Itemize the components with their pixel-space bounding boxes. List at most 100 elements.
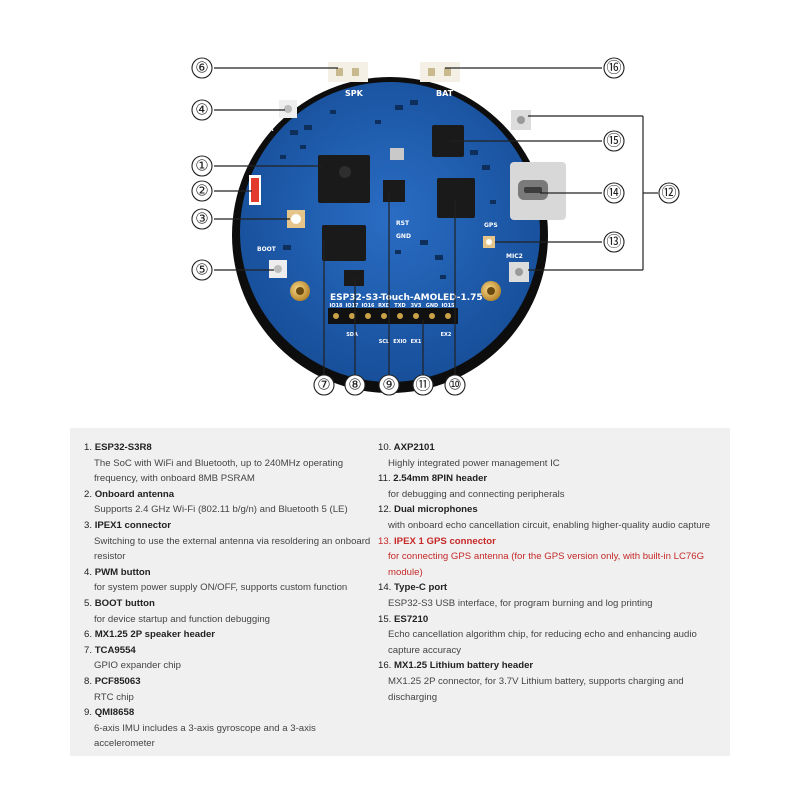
pcf85063-chip — [344, 270, 364, 286]
legend-item-title: 7. TCA9554 — [84, 643, 374, 659]
legend-item-title: 9. QMI8658 — [84, 705, 374, 721]
legend-item-description: 6-axis IMU includes a 3-axis gyroscope a… — [94, 722, 316, 750]
bottom-silkscreen-label: EXIO — [393, 339, 406, 345]
bottom-silkscreen-label: EX2 — [441, 332, 452, 338]
bat-label: BAT — [436, 89, 454, 98]
gps-ipex-connector — [483, 236, 495, 248]
pin-hole — [365, 313, 371, 319]
legend-item-name: IPEX1 connector — [94, 519, 171, 531]
pin-hole — [397, 313, 403, 319]
type-c-port — [510, 162, 566, 220]
pcb-board — [232, 77, 548, 393]
pin-label: IO16 — [361, 303, 375, 309]
legend-item-name: Type-C port — [394, 582, 448, 594]
boot-button — [269, 260, 287, 278]
gps-label: GPS — [484, 222, 498, 229]
smd-components — [280, 100, 496, 279]
legend-item-number: 8. — [84, 675, 93, 687]
callout-16: ⑯ — [606, 60, 621, 77]
legend-item-title: 4. PWM button — [84, 565, 374, 581]
legend-item-description: for debugging and connecting peripherals — [388, 488, 565, 500]
spk-header — [328, 62, 368, 82]
pin-header-8pin — [328, 308, 458, 324]
bat-header — [420, 62, 460, 82]
pin-label: TXD — [394, 303, 405, 309]
axp2101-chip — [437, 178, 475, 218]
callout-markers — [191, 57, 680, 396]
pin-label: IO17 — [345, 303, 359, 309]
pwr-label: PWR — [258, 126, 274, 133]
pin-hole — [445, 313, 451, 319]
callout-1: ① — [195, 158, 208, 175]
pin-hole — [381, 313, 387, 319]
legend-item-description: The SoC with WiFi and Bluetooth, up to 2… — [94, 457, 344, 485]
legend-item-number: 3. — [84, 519, 93, 531]
legend-item-number: 7. — [84, 644, 93, 656]
legend-item-name: TCA9554 — [94, 644, 136, 656]
bottom-silkscreen-label: SCL — [379, 339, 390, 345]
callout-13: ⑬ — [606, 234, 621, 251]
pin-hole — [333, 313, 339, 319]
crystal — [390, 148, 404, 160]
legend-item-description: Highly integrated power management IC — [388, 457, 560, 469]
legend-item-name: IPEX 1 GPS connector — [394, 535, 496, 547]
pin-hole — [429, 313, 435, 319]
legend-item-description: ESP32-S3 USB interface, for program burn… — [388, 597, 653, 609]
callout-6: ⑥ — [195, 60, 208, 77]
leader-lines — [214, 67, 658, 375]
pin-label: 3V3 — [411, 303, 422, 309]
legend-item-description: for device startup and function debuggin… — [94, 613, 271, 625]
legend-item-title: 5. BOOT button — [84, 596, 374, 612]
board-diagram: PWR BOOT SPK BAT MIC1 MIC2 GPS — [191, 57, 680, 396]
callout-8: ⑧ — [348, 377, 361, 394]
pin-label: RXD — [378, 303, 390, 309]
gnd-label: GND — [396, 233, 411, 240]
legend-item-title: 6. MX1.25 2P speaker header — [84, 627, 374, 643]
pin-label: GND — [426, 303, 438, 309]
callout-2: ② — [195, 183, 208, 200]
onboard-antenna — [249, 175, 261, 205]
boot-label: BOOT — [257, 246, 277, 253]
legend-item-title: 2. Onboard antenna — [84, 487, 374, 503]
legend-item-description: with onboard echo cancellation circuit, … — [388, 519, 711, 531]
legend-item-title: 8. PCF85063 — [84, 674, 374, 690]
legend-item-description: GPIO expander chip — [94, 660, 181, 672]
legend-item-number: 11. — [378, 473, 391, 485]
legend-item-description: Echo cancellation algorithm chip, for re… — [388, 629, 697, 656]
rst-label: RST — [396, 220, 410, 227]
legend-item-number: 5. — [84, 597, 93, 609]
legend-item-description: Supports 2.4 GHz Wi-Fi (802.11 b/g/n) an… — [94, 504, 348, 516]
mic2-label: MIC2 — [506, 253, 523, 260]
pin-hole — [413, 313, 419, 319]
callout-10: ⑩ — [448, 377, 461, 394]
legend-item-name: BOOT button — [94, 597, 155, 609]
legend-item-name: ES7210 — [394, 613, 429, 625]
board-model-text: ESP32-S3-Touch-AMOLED-1.75 — [330, 293, 483, 303]
pin-label: IO15 — [441, 303, 455, 309]
legend-item-number: 13. — [378, 535, 392, 547]
es7210-chip — [432, 125, 464, 157]
legend-item-name: MX1.25 2P speaker header — [94, 629, 216, 641]
legend-item-title: 12. Dual microphones — [378, 502, 718, 518]
legend-item-number: 14. — [378, 582, 392, 594]
legend-item-name: Dual microphones — [394, 504, 478, 516]
legend-item-description: Switching to use the external antenna vi… — [94, 535, 371, 563]
tca9554-chip — [322, 225, 366, 261]
legend-item-number: 6. — [84, 629, 93, 641]
legend-item-name: MX1.25 Lithium battery header — [394, 660, 534, 672]
